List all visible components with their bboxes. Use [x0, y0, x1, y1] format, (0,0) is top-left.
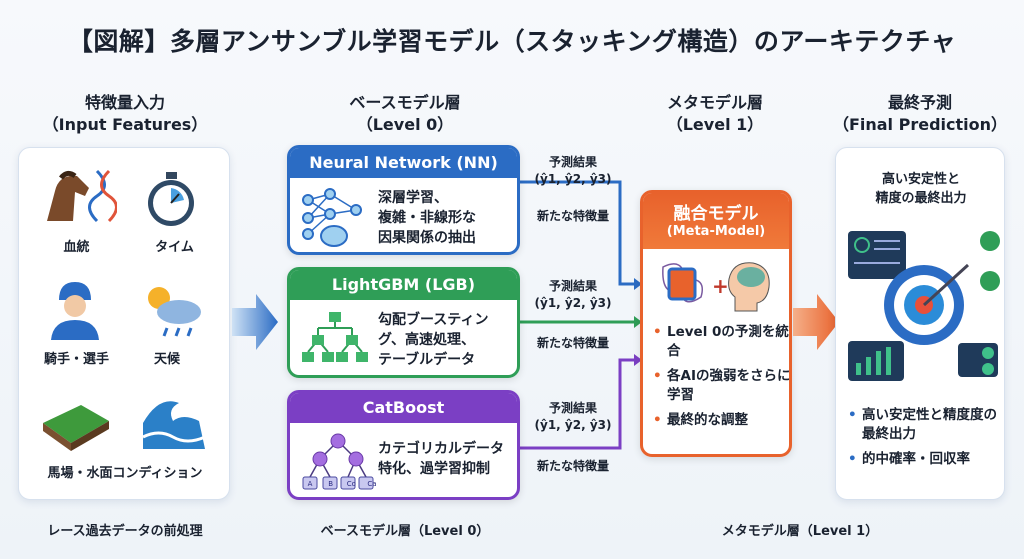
column-subtitle: （Level 0）: [356, 115, 454, 134]
turf-field-icon: [43, 405, 109, 451]
footer-label-base: ベースモデル層（Level 0）: [320, 524, 490, 539]
meta-bullet: 最終的な調整: [653, 411, 789, 430]
footer-label-preprocess: レース過去データの前処理: [47, 524, 203, 539]
new-feature-label-lgb: 新たな特徴量: [536, 336, 609, 350]
new-feature-label-nn: 新たな特徴量: [536, 209, 609, 223]
meta-bullets: Level 0の予測を統合 各AIの強弱をさらに学習 最終的な調整: [653, 323, 789, 436]
meta-bullet: Level 0の予測を統合: [653, 323, 789, 361]
input-label-time: タイム: [155, 240, 194, 255]
final-bullet: 高い安定性と精度度の最終出力: [848, 406, 1000, 444]
model-description: カテゴリカルデータ特化、過学習抑制: [378, 441, 504, 477]
footer-label-meta: メタモデル層（Level 1）: [721, 524, 879, 539]
category-tree-icon: [302, 433, 374, 490]
input-label-pedigree: 血統: [63, 240, 90, 255]
model-description: 勾配ブースティング、高速処理、テーブルデータ: [378, 312, 489, 368]
weather-icon: [148, 287, 201, 337]
column-title: メタモデル層: [666, 93, 763, 112]
input-label-jockey: 騎手・選手: [43, 352, 109, 367]
column-title: 特徴量入力: [84, 93, 165, 112]
prediction-label-catboost: 予測結果(ŷ1, ŷ2, ŷ3): [534, 401, 612, 432]
column-subtitle: （Input Features）: [42, 115, 208, 134]
input-label-track-condition: 馬場・水面コンディション: [47, 466, 203, 481]
meta-model-box: 融合モデル(Meta-Model) + Level 0の予測を統合 各AIの強弱…: [640, 190, 792, 457]
column-header-meta: メタモデル層 （Level 1）: [620, 92, 810, 136]
final-heading: 高い安定性と精度の最終出力: [875, 172, 967, 206]
model-description: 深層学習、複雑・非線形な因果関係の抽出: [378, 190, 476, 246]
input-label-weather: 天候: [153, 352, 180, 367]
page-title: 【図解】多層アンサンブル学習モデル（スタッキング構造）のアーキテクチャ: [67, 27, 957, 56]
new-feature-label-catboost: 新たな特徴量: [536, 459, 609, 473]
stacking-brain-icon: +: [662, 262, 770, 312]
column-title: ベースモデル層: [349, 93, 461, 112]
column-header-input: 特徴量入力 （Input Features）: [20, 92, 230, 136]
prediction-label-lgb: 予測結果(ŷ1, ŷ2, ŷ3): [534, 279, 612, 310]
meta-model-header: 融合モデル(Meta-Model): [643, 193, 789, 249]
model-title: CatBoost: [290, 393, 517, 423]
final-bullets: 高い安定性と精度度の最終出力 的中確率・回収率: [848, 406, 1000, 475]
input-to-base-arrow: [232, 294, 278, 350]
prediction-label-nn: 予測結果(ŷ1, ŷ2, ŷ3): [534, 155, 612, 186]
input-features-panel: 血統 タイム 騎手・選手 天候 馬場・水面コンディション: [18, 147, 230, 500]
column-header-base: ベースモデル層 （Level 0）: [290, 92, 520, 136]
jockey-icon: [51, 282, 99, 340]
horse-dna-icon: [47, 169, 117, 223]
base-model-nn: Neural Network (NN) 深層学習、複雑・非線形な因果関係の抽出: [287, 145, 520, 255]
final-bullet: 的中確率・回収率: [848, 450, 1000, 469]
base-model-lgb: LightGBM (LGB) 勾配ブースティング、高速処理、テーブルデータ: [287, 267, 520, 378]
water-wave-icon: [142, 401, 206, 449]
svg-text:+: +: [712, 274, 729, 298]
model-title: Neural Network (NN): [290, 148, 517, 178]
model-title: LightGBM (LGB): [290, 270, 517, 300]
meta-to-final-arrow: [793, 294, 839, 350]
meta-bullet: 各AIの強弱をさらに学習: [653, 367, 789, 405]
neural-network-icon: [302, 188, 362, 247]
column-title: 最終予測: [887, 93, 952, 112]
column-subtitle: （Final Prediction）: [832, 115, 1008, 134]
stopwatch-icon: [148, 172, 194, 226]
target-dashboard-icon: [848, 231, 1000, 381]
column-subtitle: （Level 1）: [666, 115, 764, 134]
column-header-final: 最終予測 （Final Prediction）: [830, 92, 1010, 136]
decision-tree-icon: [302, 312, 368, 362]
